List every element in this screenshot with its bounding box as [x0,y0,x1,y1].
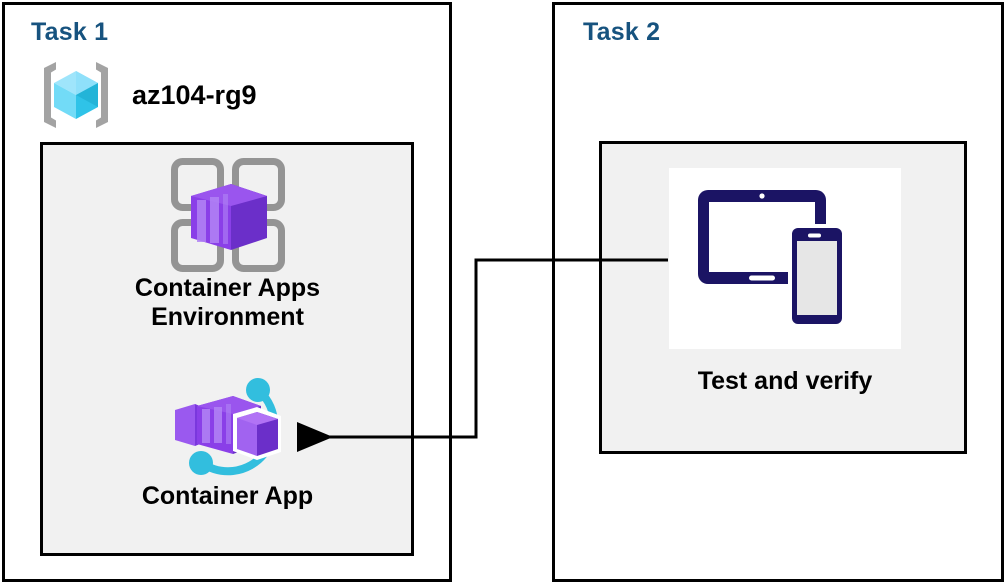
devices-tablet-phone-icon [698,189,846,328]
task-2-title: Task 2 [583,18,661,46]
node-test-and-verify: Test and verify [640,168,930,396]
task-1-title: Task 1 [31,18,109,46]
container-app-icon [174,378,281,476]
node-container-app: Container App [70,370,385,511]
resource-group-name: az104-rg9 [132,79,257,110]
node-label-container-app: Container App [141,482,314,510]
node-container-apps-environment: Container Apps Environment [70,156,385,331]
test-and-verify-icon-tile [669,168,901,349]
node-label-test-and-verify: Test and verify [697,367,873,395]
azure-resource-group-icon [44,62,108,128]
resource-group-header: az104-rg9 [34,58,257,132]
node-label-container-apps-environment: Container Apps Environment [134,274,321,331]
container-apps-environment-icon [170,158,285,272]
